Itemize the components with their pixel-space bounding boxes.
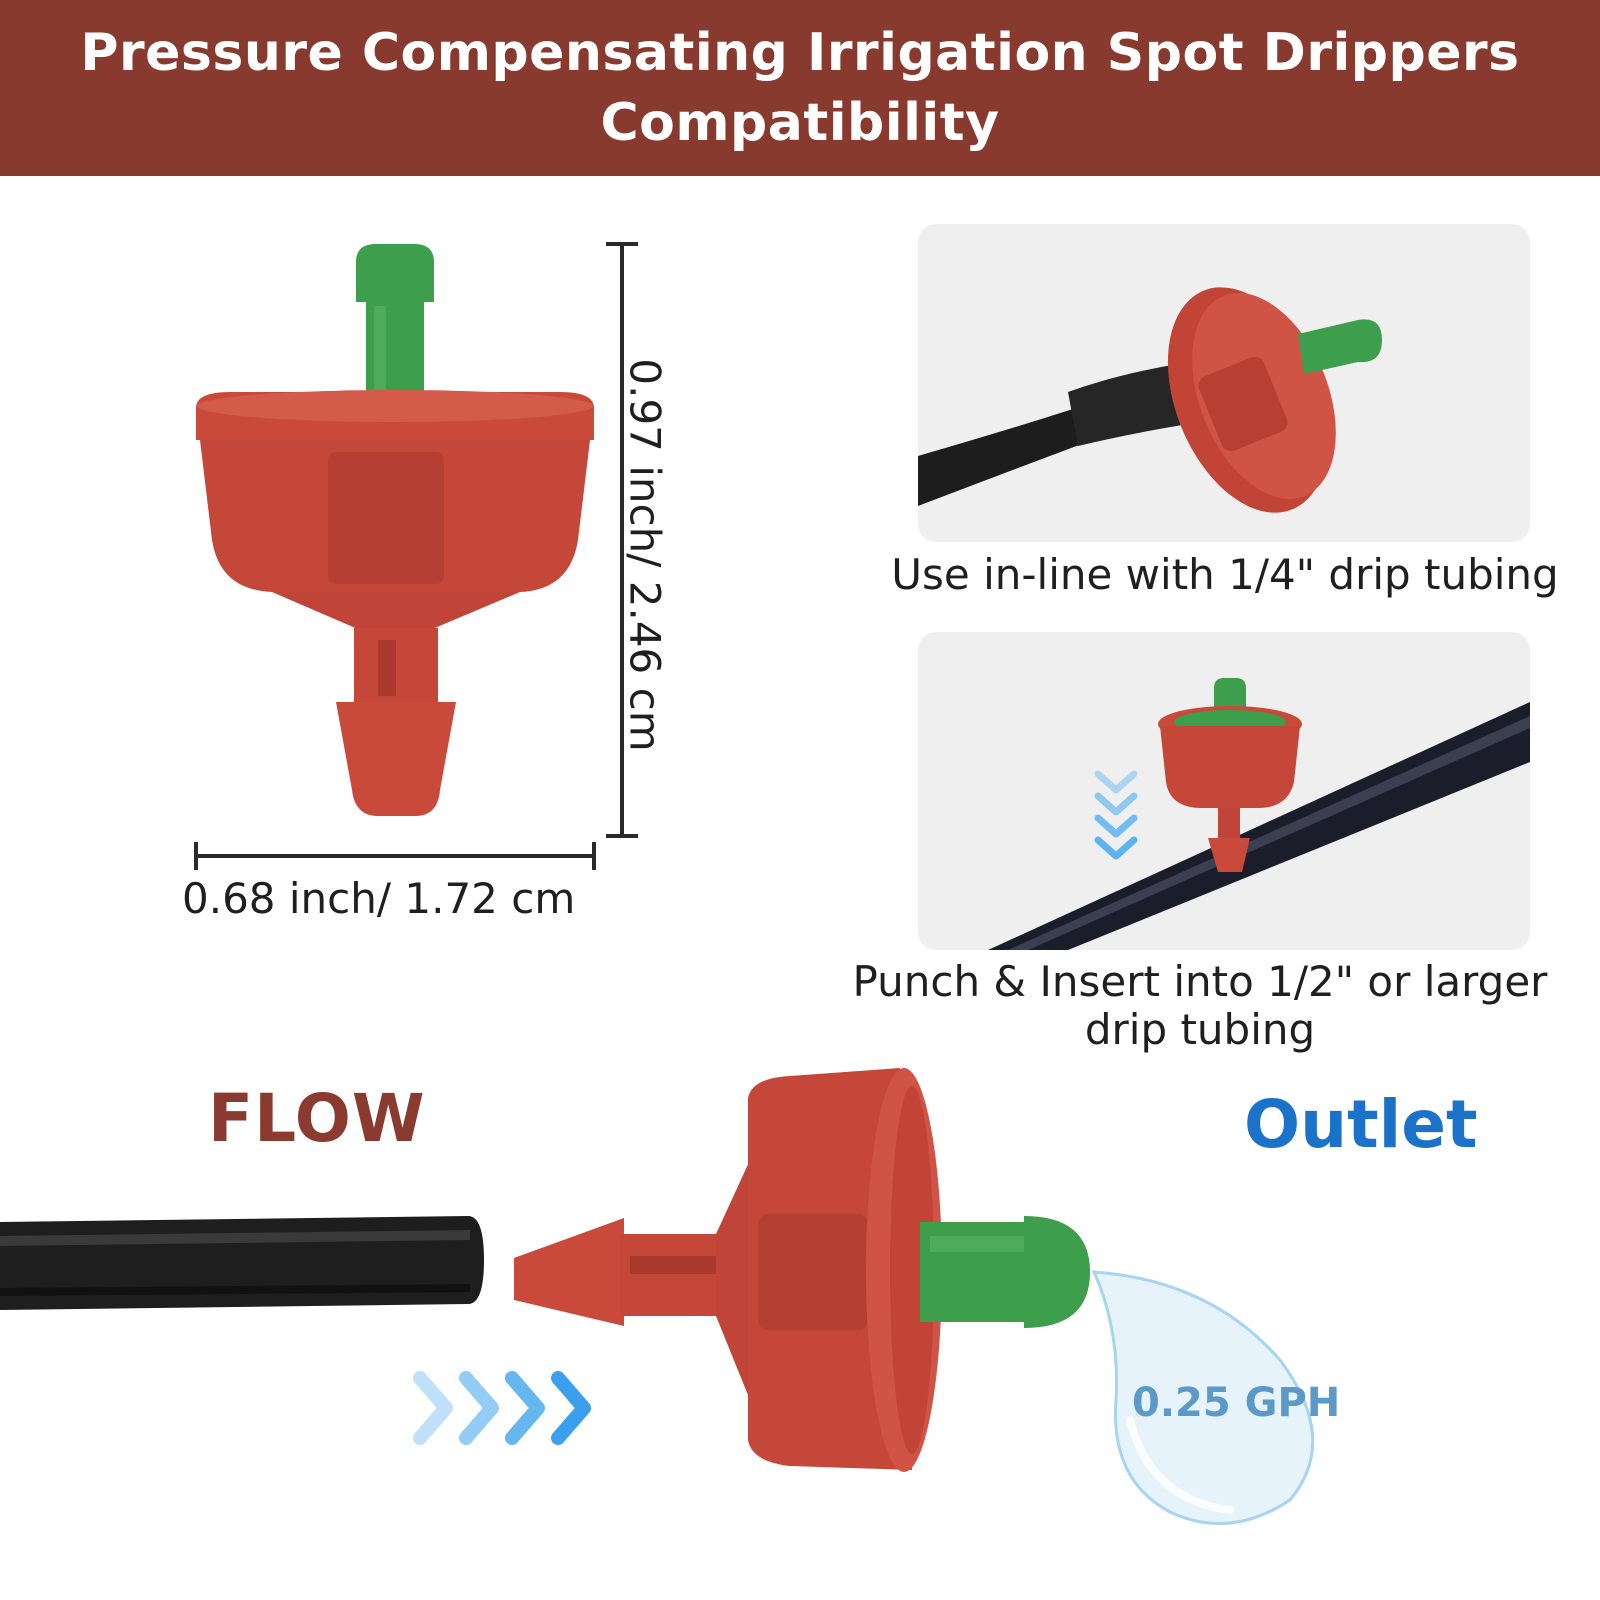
inline-usage-caption: Use in-line with 1/4" drip tubing — [891, 550, 1559, 599]
flow-arrows — [413, 1371, 591, 1445]
dripper-front-view — [196, 244, 594, 816]
width-dimension-line — [194, 842, 596, 870]
water-drop-icon — [1091, 1270, 1315, 1526]
inline-usage-photo — [918, 224, 1530, 542]
punch-insert-caption: Punch & Insert into 1/2" or larger drip … — [820, 958, 1580, 1054]
height-dimension-line — [606, 242, 638, 838]
flow-label: FLOW — [208, 1080, 426, 1157]
punch-insert-caption-line-1: Punch & Insert into 1/2" or larger — [852, 957, 1548, 1006]
header-banner: Pressure Compensating Irrigation Spot Dr… — [0, 0, 1600, 176]
width-dimension-label: 0.68 inch/ 1.72 cm — [182, 874, 576, 923]
page-title-line-1: Pressure Compensating Irrigation Spot Dr… — [80, 23, 1520, 83]
page-title-line-2: Compatibility — [600, 93, 1000, 153]
punch-insert-photo — [918, 632, 1530, 950]
dripper-side-view — [514, 1068, 1090, 1472]
flow-rate-label: 0.25 GPH — [1132, 1380, 1341, 1426]
punch-insert-illustration — [988, 678, 1530, 950]
drip-tube — [0, 1216, 484, 1310]
punch-insert-caption-line-2: drip tubing — [1084, 1005, 1316, 1054]
outlet-label: Outlet — [1244, 1086, 1478, 1163]
inline-usage-illustration — [918, 287, 1382, 513]
